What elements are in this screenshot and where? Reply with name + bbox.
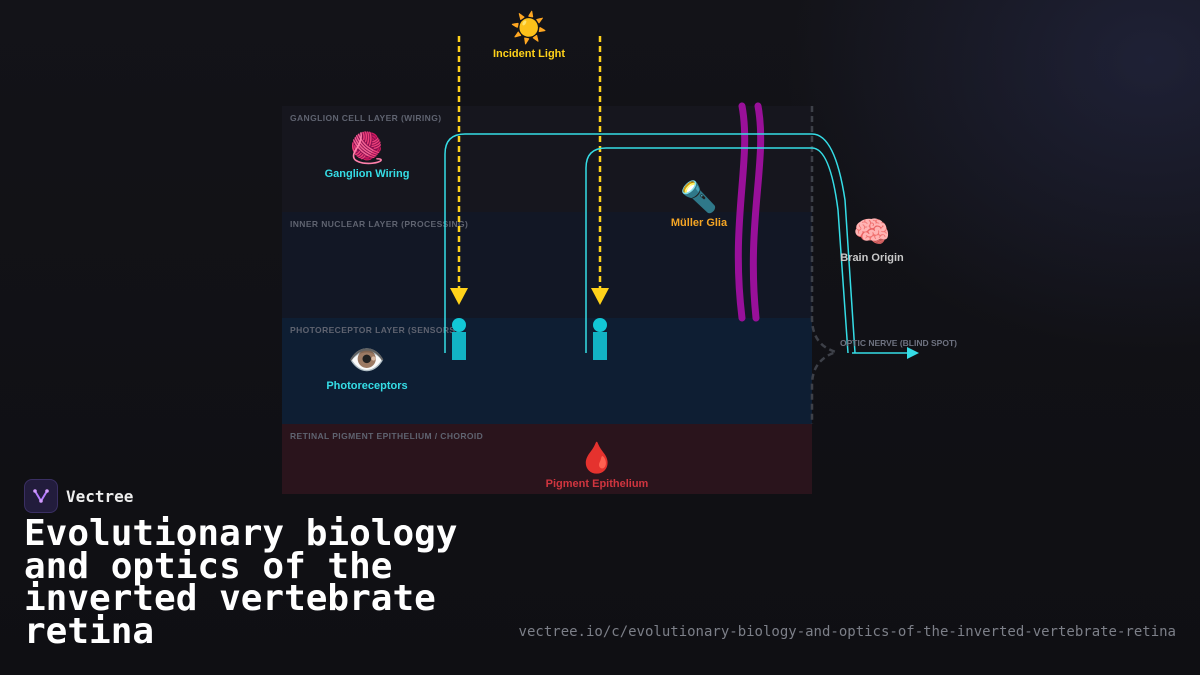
- pigment-epithelium-label: Pigment Epithelium: [545, 478, 649, 490]
- brand: Vectree: [24, 479, 133, 513]
- brand-name: Vectree: [66, 486, 134, 506]
- muller-glia-strand: [734, 102, 749, 322]
- vectree-logo-icon: [24, 479, 58, 513]
- eye-boundary-line: [810, 106, 841, 424]
- yarn-icon: 🧶: [348, 132, 386, 165]
- photoreceptor-cell-head: [452, 318, 466, 332]
- ganglion-cell-layer: GANGLION CELL LAYER (WIRING): [282, 106, 812, 212]
- photoreceptors-label: Photoreceptors: [326, 380, 408, 392]
- ganglion-wiring-label: Ganglion Wiring: [324, 168, 410, 180]
- layer-label-photoreceptor: PHOTORECEPTOR LAYER (SENSORS): [290, 325, 459, 335]
- page-url[interactable]: vectree.io/c/evolutionary-biology-and-op…: [518, 624, 1176, 640]
- page-title: Evolutionary biology and optics of the i…: [24, 513, 458, 652]
- layer-label-ganglion: GANGLION CELL LAYER (WIRING): [290, 113, 442, 123]
- pigment-epithelium-node: 🩸 Pigment Epithelium: [517, 442, 677, 490]
- ganglion-wiring-node: 🧶 Ganglion Wiring: [287, 132, 447, 180]
- photoreceptor-cell-head: [593, 318, 607, 332]
- muller-glia-label: Müller Glia: [670, 217, 728, 229]
- layer-label-rpe: RETINAL PIGMENT EPITHELIUM / CHOROID: [290, 431, 484, 441]
- incident-light-node: ☀️ Incident Light: [449, 12, 609, 60]
- muller-glia-node: 🔦 Müller Glia: [619, 181, 779, 229]
- brain-icon: 🧠: [853, 216, 891, 249]
- eye-icon: 👁️: [348, 344, 386, 377]
- flashlight-icon: 🔦: [680, 181, 718, 214]
- optic-nerve-label: OPTIC NERVE (BLIND SPOT): [840, 338, 957, 348]
- photoreceptor-cell-body: [452, 332, 466, 360]
- muller-glia-strand: [749, 102, 765, 322]
- sun-icon: ☀️: [510, 12, 548, 45]
- photoreceptor-layer: PHOTORECEPTOR LAYER (SENSORS): [282, 318, 812, 424]
- ganglion-axon: [585, 147, 849, 354]
- layer-label-inner: INNER NUCLEAR LAYER (PROCESSING): [290, 219, 469, 229]
- incident-light-label: Incident Light: [492, 48, 566, 60]
- brain-origin-node: 🧠 Brain Origin: [792, 216, 952, 264]
- drop-icon: 🩸: [578, 442, 616, 475]
- photoreceptor-cell-body: [593, 332, 607, 360]
- pigment-epithelium-layer: RETINAL PIGMENT EPITHELIUM / CHOROID: [282, 424, 812, 494]
- inner-nuclear-layer: INNER NUCLEAR LAYER (PROCESSING): [282, 212, 812, 318]
- ganglion-axon: [444, 133, 856, 354]
- light-arrowhead: [450, 288, 468, 305]
- light-arrowhead: [591, 288, 609, 305]
- brain-origin-label: Brain Origin: [840, 252, 904, 264]
- photoreceptors-node: 👁️ Photoreceptors: [287, 344, 447, 392]
